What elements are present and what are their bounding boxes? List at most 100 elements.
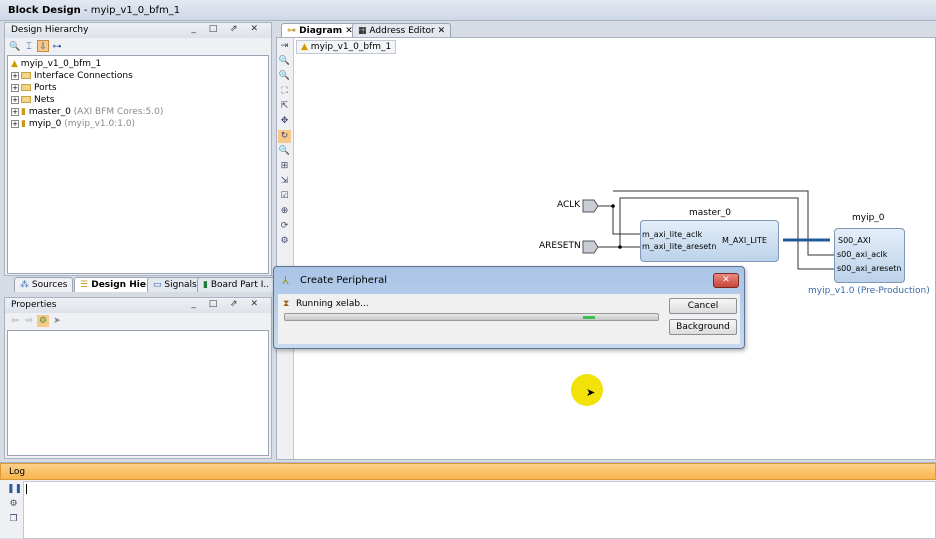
tab-label: Board Part I..: [210, 280, 270, 290]
copy-icon[interactable]: ❐: [9, 514, 18, 524]
window-buttons[interactable]: _ □ ⇗ ✕: [191, 299, 263, 309]
expand-icon[interactable]: +: [11, 107, 19, 116]
diagram-icon: ⊶: [287, 26, 296, 36]
expand-icon[interactable]: +: [11, 95, 19, 104]
log-panel: Log ❚❚ ⚙ ❐: [0, 462, 936, 539]
dialog-body: ⧗ Running xelab... Cancel Background: [278, 294, 740, 344]
settings-icon[interactable]: ⚙: [9, 499, 18, 509]
title-bar: Block Design - myip_v1_0_bfm_1: [0, 0, 936, 21]
search-icon[interactable]: 🔍: [9, 42, 21, 52]
close-icon[interactable]: ✕: [437, 26, 446, 36]
tab-label: Sources: [31, 280, 68, 290]
back-icon[interactable]: ⇦: [11, 316, 19, 326]
breadcrumb-label: myip_v1_0_bfm_1: [310, 42, 392, 52]
window-subtitle: - myip_v1_0_bfm_1: [83, 5, 181, 16]
background-button[interactable]: Background: [669, 319, 737, 335]
folder-icon: [21, 96, 31, 103]
signals-icon: ▭: [153, 280, 162, 290]
tab-design-hierarchy[interactable]: ☰ Design Hie..: [74, 277, 159, 292]
tree-item-label: Ports: [34, 83, 57, 93]
tree-item[interactable]: +▮ master_0 (AXI BFM Cores:5.0): [11, 106, 265, 118]
properties-icon[interactable]: ⚙: [37, 315, 49, 327]
log-title: Log: [9, 467, 26, 477]
breadcrumb[interactable]: ▲ myip_v1_0_bfm_1: [296, 40, 397, 54]
expand-icon[interactable]: +: [11, 83, 19, 92]
tree-item-label: Interface Connections: [34, 71, 133, 81]
cursor-highlight: [571, 374, 603, 406]
window-buttons[interactable]: _ □ ⇗ ✕: [191, 24, 263, 34]
tab-sources[interactable]: ⁂ Sources: [14, 277, 74, 292]
pin-label: M_AXI_LITE: [722, 236, 767, 245]
validate-icon[interactable]: ☑: [280, 191, 289, 201]
wire-aclk: [598, 205, 640, 235]
tree-item-label: myip_0: [28, 119, 62, 129]
expand-icon[interactable]: +: [11, 71, 19, 80]
settings-icon[interactable]: ⚙: [280, 236, 289, 246]
vivado-icon: ⅄: [282, 274, 289, 287]
progress-indicator: [583, 316, 595, 319]
close-icon[interactable]: ✕: [345, 26, 353, 36]
select-icon[interactable]: ⇱: [280, 101, 289, 111]
pin-label: S00_AXI: [838, 236, 871, 245]
junction: [611, 204, 615, 208]
pin-label: s00_axi_aresetn: [837, 264, 902, 273]
log-toolbar: ❚❚ ⚙ ❐: [6, 481, 23, 528]
junction: [618, 245, 622, 249]
sources-icon: ⁂: [20, 280, 29, 290]
forward-icon[interactable]: ⇨: [25, 316, 33, 326]
progress-bar: [284, 313, 659, 321]
collapse-icon[interactable]: ⇥: [280, 41, 289, 51]
zoom-fit-icon[interactable]: ⛶: [281, 86, 288, 96]
board-icon: ▮: [203, 280, 208, 290]
zoom-out-icon[interactable]: 🔍: [278, 71, 291, 81]
tab-address-editor[interactable]: ▦ Address Editor ✕: [352, 23, 452, 38]
zoom-in-icon[interactable]: 🔍: [278, 56, 291, 66]
master-block-name: master_0: [689, 208, 731, 218]
mouse-cursor-icon: ➤: [586, 386, 596, 399]
diagram-panel: ⇥ 🔍 🔍 ⛶ ⇱ ✥ ↻ 🔍 ⊞ ⇲ ☑ ⊕ ⟳ ⚙ ▲ myip_v1_0_bfm_1: [276, 37, 936, 460]
pin-icon[interactable]: ⊕: [280, 206, 289, 216]
connect-icon[interactable]: ⇲: [280, 176, 289, 186]
slave-block[interactable]: S00_AXI s00_axi_aclk s00_axi_aresetn: [834, 228, 905, 283]
tree-item[interactable]: +▮ myip_0 (myip_v1.0:1.0): [11, 118, 265, 130]
status-text: Running xelab...: [296, 299, 369, 309]
port-aresetn-label: ARESETN: [539, 241, 581, 251]
tree-item[interactable]: + Ports: [11, 82, 265, 94]
folder-icon: [21, 84, 31, 91]
expand-icon[interactable]: +: [11, 119, 19, 128]
dialog-close-button[interactable]: ✕: [713, 273, 739, 288]
pin-label: m_axi_lite_aresetn: [642, 242, 717, 251]
search-icon[interactable]: 🔍: [278, 146, 291, 156]
tree-item-label: master_0: [28, 107, 71, 117]
pin-label: m_axi_lite_aclk: [642, 230, 703, 239]
hierarchy-icon[interactable]: ⊶: [52, 42, 62, 52]
panel-title: Design Hierarchy: [11, 25, 89, 35]
tree-root-label: myip_v1_0_bfm_1: [20, 59, 102, 69]
tree-item[interactable]: + Interface Connections: [11, 70, 265, 82]
regenerate-icon[interactable]: ↻: [278, 130, 291, 143]
pause-icon[interactable]: ❚❚: [7, 484, 23, 494]
diagram-toolbar: ⇥ 🔍 🔍 ⛶ ⇱ ✥ ↻ 🔍 ⊞ ⇲ ☑ ⊕ ⟳ ⚙: [277, 38, 294, 459]
hierarchy-icon: ☰: [80, 280, 89, 290]
collapse-all-icon[interactable]: ⌶: [26, 42, 32, 52]
slave-block-name: myip_0: [852, 213, 885, 223]
expand-all-icon[interactable]: ⇩: [37, 40, 49, 52]
folder-icon: [21, 72, 31, 79]
pointer-icon[interactable]: ➤: [53, 316, 61, 326]
log-content[interactable]: [23, 481, 936, 539]
tab-label: Diagram: [299, 26, 343, 36]
port-aresetn-shape: [582, 240, 599, 254]
cancel-button[interactable]: Cancel: [669, 298, 737, 314]
move-icon[interactable]: ✥: [280, 116, 289, 126]
tab-diagram[interactable]: ⊶ Diagram ✕: [281, 23, 359, 38]
wire-aresetn-slave: [619, 197, 834, 270]
tree-item[interactable]: +Nets: [11, 94, 265, 106]
add-ip-icon[interactable]: ⊞: [280, 161, 289, 171]
refresh-icon[interactable]: ⟳: [280, 221, 289, 231]
create-peripheral-dialog: ⅄ Create Peripheral ✕ ⧗ Running xelab...…: [273, 266, 745, 349]
tab-board-part[interactable]: ▮ Board Part I..: [197, 277, 276, 292]
master-block[interactable]: m_axi_lite_aclk m_axi_lite_aresetn M_AXI…: [640, 220, 779, 262]
tree-root[interactable]: ▲ myip_v1_0_bfm_1: [11, 58, 265, 70]
wire-aclk-slave: [613, 190, 834, 256]
text-cursor: [26, 484, 27, 494]
